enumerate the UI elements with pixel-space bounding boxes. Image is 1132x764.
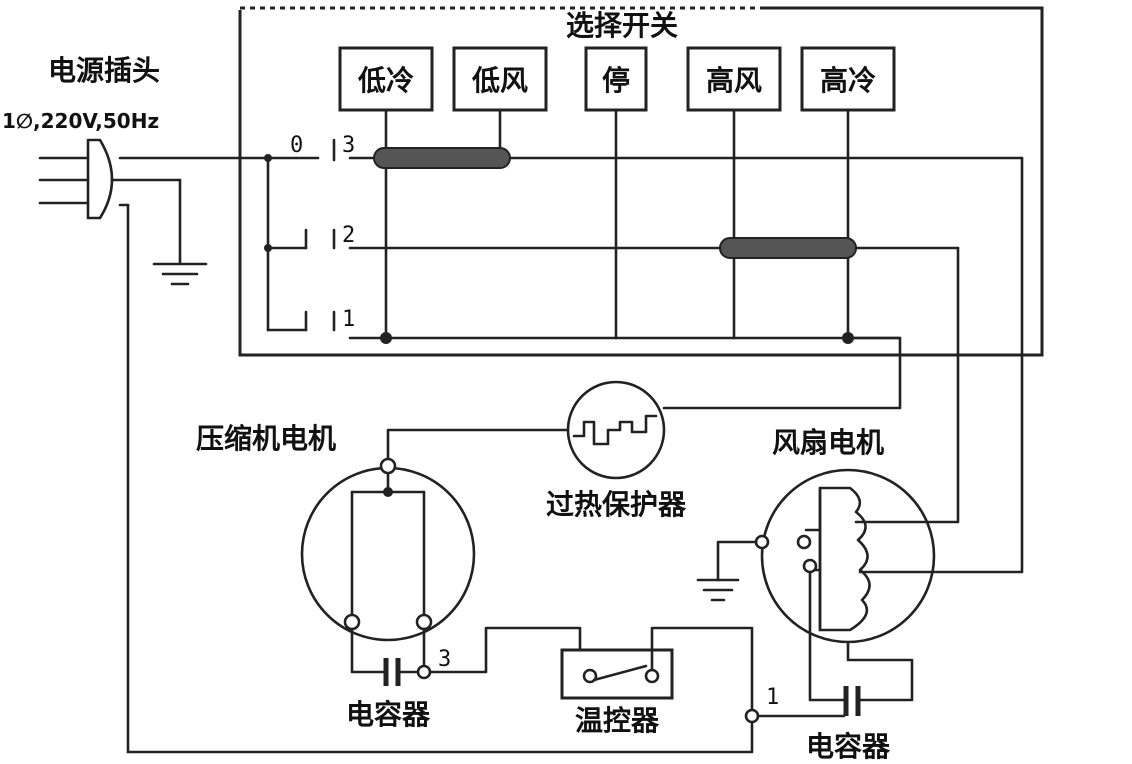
power-plug-title: 电源插头 [48, 54, 160, 87]
selector-switch-title: 选择开关 [566, 9, 678, 42]
compressor-terminal-3-label: 3 [438, 647, 451, 672]
switch-button-label: 停 [602, 64, 630, 97]
switch-button-label: 高冷 [820, 64, 876, 97]
protector-wires [386, 336, 902, 467]
fan-capacitor-icon [808, 570, 914, 716]
wire-to-thermostat [428, 626, 582, 676]
fan-capacitor-label: 电容器 [806, 730, 891, 763]
contact-dot-low-cool [380, 332, 392, 344]
contact-bar-high [719, 237, 857, 259]
thermostat-icon [560, 626, 754, 712]
switch-button-label: 低风 [471, 64, 528, 97]
overheat-protector-label: 过热保护器 [546, 488, 687, 521]
terminal-3-label: 3 [342, 133, 355, 158]
selector-switch-frame [238, 6, 1044, 357]
thermostat-label: 温控器 [575, 704, 660, 737]
switch-terminal-brackets [118, 138, 336, 332]
fan-motor-label: 风扇电机 [772, 426, 884, 459]
thermostat-terminal-1-label: 1 [766, 685, 779, 710]
power-plug-icon [38, 138, 182, 754]
switch-button-low-cool[interactable]: 低冷 [338, 46, 434, 112]
switch-button-low-fan[interactable]: 低风 [452, 46, 548, 112]
switch-button-label: 高风 [706, 64, 762, 97]
ground-icon [152, 262, 208, 286]
compressor-motor-label: 压缩机电机 [196, 422, 336, 455]
fan-ground-icon [696, 540, 758, 602]
thermostat-terminal-1 [126, 708, 846, 754]
terminal-2-label: 2 [342, 223, 355, 248]
power-spec-label: 1∅,220V,50Hz [2, 109, 159, 133]
fan-motor-icon [754, 156, 1024, 644]
compressor-motor-icon [300, 457, 476, 642]
switch-button-stems [384, 108, 850, 340]
contact-bar-low [373, 147, 511, 169]
switch-button-label: 低冷 [357, 64, 414, 97]
switch-button-high-fan[interactable]: 高风 [686, 46, 782, 112]
switch-button-high-cool[interactable]: 高冷 [800, 46, 896, 112]
terminal-0-label: 0 [290, 133, 303, 158]
switch-button-stop[interactable]: 停 [584, 46, 648, 112]
overheat-protector-icon [566, 380, 666, 480]
switch-bus-lines [348, 156, 1024, 340]
compressor-capacitor-label: 电容器 [346, 698, 431, 731]
terminal-1-label: 1 [342, 307, 355, 332]
